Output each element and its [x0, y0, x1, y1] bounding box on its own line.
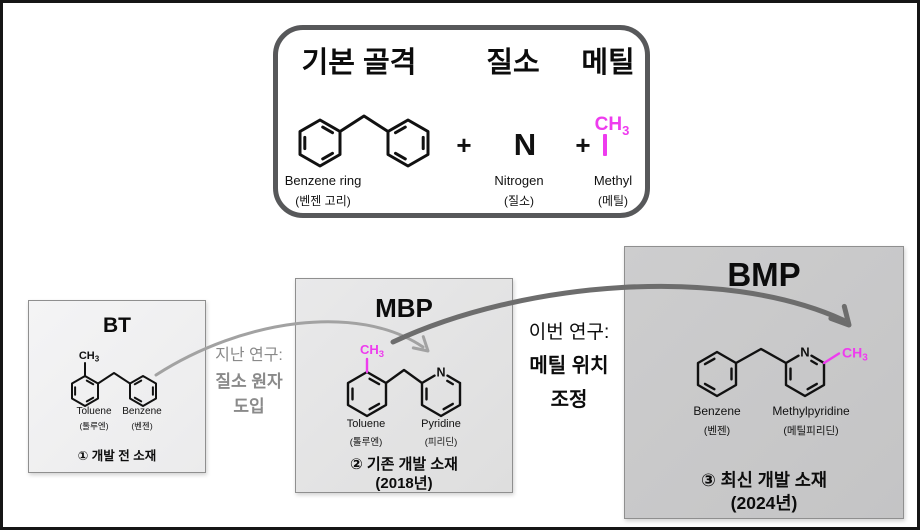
nitrogen-symbol: N [513, 127, 537, 162]
legend-benzene-label-en: Benzene ring [284, 173, 362, 188]
bt-title: BT [103, 314, 131, 337]
bmp-left-label-ko: (벤젠) [703, 425, 731, 437]
diphenylmethane-structure [298, 114, 430, 168]
bt-structure: CH3 [71, 350, 157, 407]
benzene-ring-right [386, 118, 430, 168]
bt-right-label-ko: (벤젠) [131, 421, 153, 431]
bmp-nitrogen-label: N [800, 345, 809, 360]
current-research-line1: 이번 연구: [528, 322, 610, 343]
annotation-past-research: 지난 연구: 질소 원자 도입 [197, 343, 301, 419]
mbp-caption-line1: ② 기존 개발 소재 [349, 456, 458, 473]
bmp-right-label-en: Methylpyridine [772, 404, 850, 418]
methylene-bridge [384, 368, 424, 385]
methylene-bridge [97, 372, 131, 385]
legend-header-methyl: 메틸 [581, 47, 635, 79]
legend-methyl-label-en: Methyl [593, 173, 633, 188]
toluene-ring [346, 370, 388, 418]
bmp-caption-line1: ③ 최신 개발 소재 [700, 470, 827, 490]
mbp-left-label-ko: (톨루엔) [349, 437, 383, 448]
legend-benzene-label-ko: (벤젠 고리) [295, 194, 351, 208]
bmp-right-label-ko: (메틸피리딘) [783, 425, 839, 437]
legend-header-skeleton: 기본 골격 [301, 47, 417, 79]
legend-nitrogen-label-ko: (질소) [503, 194, 535, 208]
mbp-material-box: MBP CH3 N Toluene (톨루엔) Pyridine (피리딘) ②… [295, 278, 513, 493]
current-research-line2: 메틸 위치 [529, 355, 609, 377]
legend-box: 기본 골격 질소 메틸 + N + CH3 Benzene ring (벤 [273, 25, 650, 218]
past-research-line2: 질소 원자 [215, 372, 283, 391]
bt-material-box: BT CH3 Toluene (톨루엔) Benzene (벤젠) ① 개발 전… [28, 300, 206, 473]
bmp-ch3-label: CH3 [842, 345, 868, 364]
mbp-nitrogen-label: N [436, 366, 445, 380]
plus-sign-2: + [575, 130, 591, 160]
bmp-material-box: BMP N CH3 Benzene (벤젠) Methylpyridine (메… [624, 246, 904, 519]
pyridine-ring [420, 374, 462, 418]
legend-header-nitrogen: 질소 [486, 47, 540, 79]
bt-caption: ① 개발 전 소재 [77, 449, 157, 463]
methylene-bridge [734, 347, 788, 365]
mbp-right-label-ko: (피리딘) [424, 437, 458, 448]
bt-ch3-label: CH3 [79, 350, 100, 364]
mbp-ch3-label: CH3 [360, 342, 384, 360]
methylene-bridge [338, 114, 390, 133]
bt-left-label-ko: (톨루엔) [79, 421, 109, 431]
methyl-bond [822, 352, 841, 365]
current-research-line3: 조정 [550, 389, 588, 411]
methyl-formula: CH3 [594, 114, 630, 138]
legend-nitrogen-label-en: Nitrogen [494, 173, 544, 188]
past-research-line1: 지난 연구: [215, 347, 283, 364]
toluene-ring [71, 362, 99, 407]
mbp-caption-line2: (2018년) [375, 475, 433, 492]
benzene-ring [129, 375, 157, 407]
methyl-bond [603, 134, 607, 156]
bt-right-label-en: Benzene [122, 406, 162, 417]
annotation-current-research: 이번 연구: 메틸 위치 조정 [511, 317, 627, 417]
bt-left-label-en: Toluene [76, 406, 112, 417]
mbp-right-label-en: Pyridine [421, 418, 461, 430]
bmp-caption-line2: (2024년) [730, 493, 798, 513]
legend-methyl-label-ko: (메틸) [597, 194, 629, 208]
benzene-ring-left [298, 118, 342, 168]
past-research-line3: 도입 [233, 397, 265, 416]
bmp-structure: N CH3 [696, 345, 868, 398]
benzene-ring [696, 350, 738, 398]
plus-sign-1: + [456, 130, 472, 160]
mbp-title: MBP [375, 293, 433, 323]
bmp-title: BMP [727, 256, 801, 293]
bmp-left-label-en: Benzene [693, 404, 741, 418]
methylpyridine-ring [784, 354, 826, 398]
mbp-left-label-en: Toluene [346, 418, 386, 430]
